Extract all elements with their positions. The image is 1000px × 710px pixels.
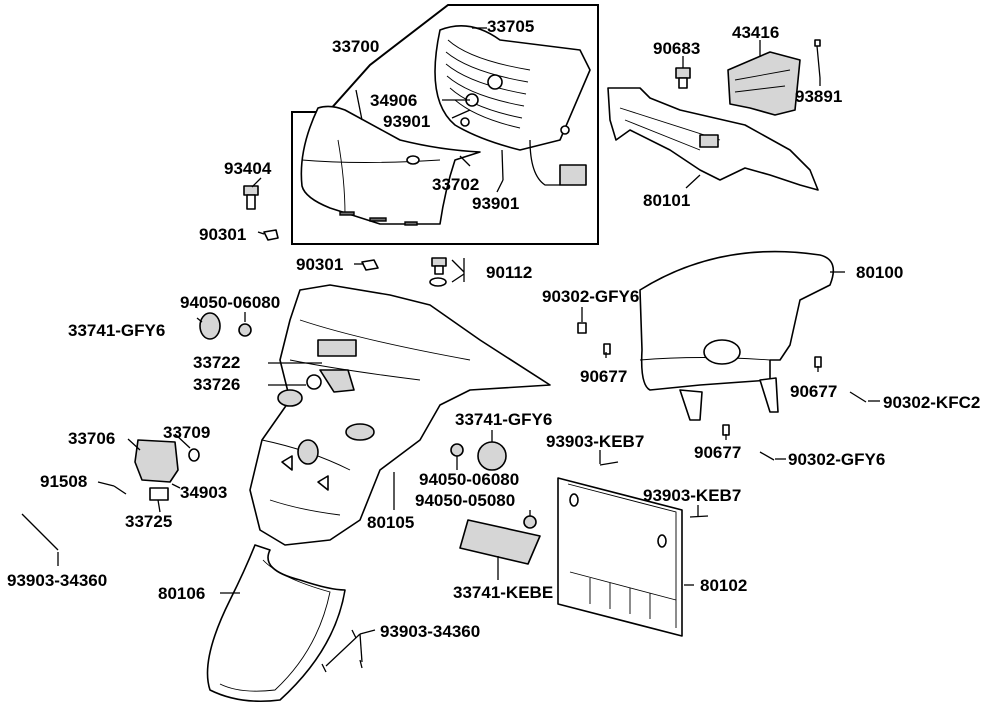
clip-90677-c	[722, 424, 730, 436]
rear-fender-80100	[639, 250, 835, 421]
nut-94050-05080	[523, 515, 537, 529]
reflector-33741-gfy6-b	[477, 441, 507, 471]
bolt-90302-gfy6-a	[577, 322, 587, 334]
label-93404: 93404	[224, 159, 272, 178]
mud-flap-80106	[206, 544, 346, 703]
label-93901-a: 93901	[383, 112, 430, 131]
label-33705: 33705	[487, 17, 534, 36]
clip-90677-b	[814, 356, 822, 368]
screw-93903-keb7-b	[689, 515, 709, 518]
label-80106: 80106	[158, 584, 205, 603]
nut-90301-a	[263, 229, 279, 241]
part-90683	[675, 67, 691, 89]
screw-93903-34360-a	[21, 513, 59, 551]
label-90302-gfy6-a: 90302-GFY6	[542, 287, 639, 306]
screw-93903-keb7-a	[599, 461, 619, 466]
label-80105: 80105	[367, 513, 414, 532]
label-93903-keb7-b: 93903-KEB7	[643, 486, 741, 505]
rear-fender-80105	[249, 284, 551, 546]
label-33702: 33702	[432, 175, 479, 194]
screw-93404	[243, 185, 259, 210]
label-80102: 80102	[700, 576, 747, 595]
label-90677-c: 90677	[694, 443, 741, 462]
nut-94050-06080-b	[450, 443, 464, 457]
label-33700: 33700	[332, 37, 379, 56]
label-94050-06080-b: 94050-06080	[419, 470, 519, 489]
label-33725: 33725	[125, 512, 172, 531]
bolt-90112	[429, 257, 447, 287]
reflector-33741-gfy6-a	[199, 312, 221, 340]
label-34906: 34906	[370, 91, 417, 110]
label-33706: 33706	[68, 429, 115, 448]
license-lamp-33706	[134, 439, 179, 501]
reflector-33741-kebe	[459, 519, 541, 565]
label-90683: 90683	[653, 39, 700, 58]
label-90301-b: 90301	[296, 255, 343, 274]
label-90677-b: 90677	[790, 382, 837, 401]
part-93901-b	[501, 149, 504, 181]
label-33726: 33726	[193, 375, 240, 394]
label-90677-a: 90677	[580, 367, 627, 386]
label-93903-keb7-a: 93903-KEB7	[546, 432, 644, 451]
label-93891: 93891	[795, 87, 842, 106]
plate-bracket-80102	[557, 477, 683, 637]
label-80100: 80100	[856, 263, 903, 282]
screw-93903-34360-b	[321, 629, 363, 673]
label-90302-gfy6-b: 90302-GFY6	[788, 450, 885, 469]
part-number-labels: 33700 33705 34906 93901 33702 93901 9340…	[7, 17, 980, 641]
bracket-80101	[607, 87, 819, 191]
label-80101: 80101	[643, 191, 690, 210]
leader-lines	[57, 27, 880, 667]
label-33741-kebe: 33741-KEBE	[453, 583, 553, 602]
part-33722	[319, 369, 355, 393]
rear-cover-33702	[300, 105, 481, 226]
label-90301-a: 90301	[199, 225, 246, 244]
label-93901-b: 93901	[472, 194, 519, 213]
part-93901-a	[355, 89, 363, 121]
label-43416: 43416	[732, 23, 779, 42]
clip-90677-a	[603, 343, 611, 355]
label-33741-gfy6-b: 33741-GFY6	[455, 410, 552, 429]
bolt-90302-kfc2	[849, 391, 867, 403]
part-43416	[727, 51, 801, 116]
tail-lamp-33705	[434, 24, 591, 186]
label-33741-gfy6-a: 33741-GFY6	[68, 321, 165, 340]
label-93903-34360-a: 93903-34360	[7, 571, 107, 590]
screw-91508	[113, 485, 127, 495]
label-34903: 34903	[180, 483, 227, 502]
label-33709: 33709	[163, 423, 210, 442]
label-90302-kfc2: 90302-KFC2	[883, 393, 980, 412]
label-91508: 91508	[40, 472, 87, 491]
label-33722: 33722	[193, 353, 240, 372]
label-90112: 90112	[486, 263, 532, 282]
label-93903-34360-b: 93903-34360	[380, 622, 480, 641]
label-94050-06080-a: 94050-06080	[180, 293, 280, 312]
bolt-90302-gfy6-b	[759, 451, 775, 461]
label-94050-05080: 94050-05080	[415, 491, 515, 510]
part-33726	[306, 374, 322, 390]
part-93891	[814, 39, 821, 79]
nut-90301-b	[361, 259, 379, 271]
bulb-33709	[188, 448, 200, 462]
tail-light-assembly-box	[291, 4, 599, 245]
nut-94050-06080-a	[238, 323, 252, 337]
